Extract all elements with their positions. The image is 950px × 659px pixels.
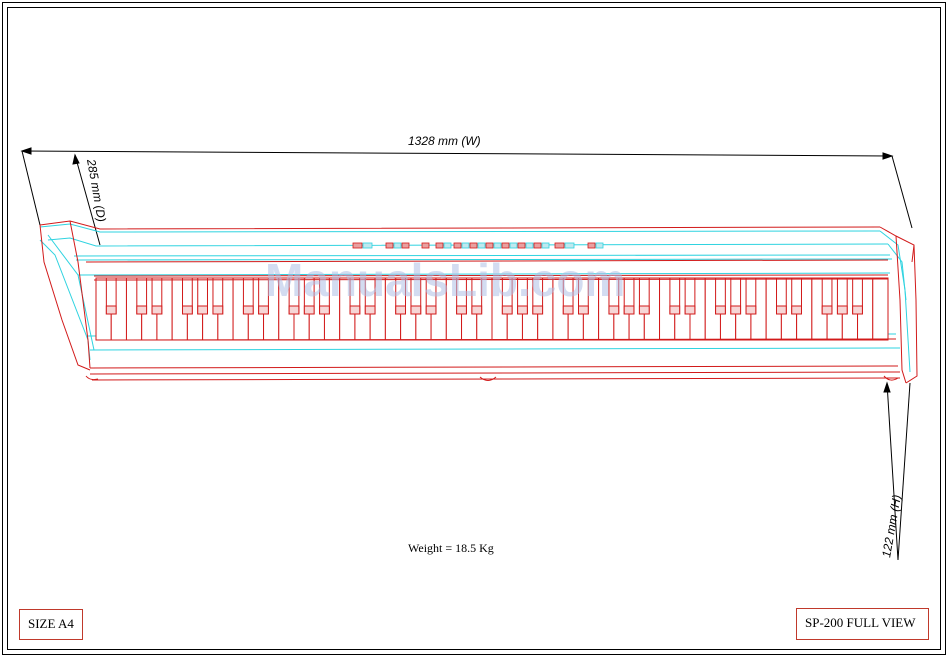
panel-button: [402, 243, 409, 248]
panel-button: [588, 243, 595, 248]
black-key: [106, 278, 116, 314]
panel-button: [510, 243, 517, 248]
black-key: [746, 278, 756, 314]
black-key: [213, 278, 223, 314]
panel-button: [353, 243, 362, 248]
panel-button: [494, 243, 501, 248]
weight-label: Weight = 18.5 Kg: [408, 541, 494, 556]
panel-button: [542, 243, 549, 248]
black-key: [639, 278, 649, 314]
panel-button: [444, 243, 451, 248]
black-key: [792, 278, 802, 314]
black-key: [137, 278, 147, 314]
black-key: [853, 278, 863, 314]
depth-dimension-label: 285 mm (D): [84, 157, 109, 223]
panel-button: [565, 243, 574, 248]
panel-button: [454, 243, 461, 248]
black-key: [152, 278, 162, 314]
black-key: [822, 278, 832, 314]
black-key: [243, 278, 253, 314]
black-key: [685, 278, 695, 314]
black-key: [777, 278, 787, 314]
panel-button: [526, 243, 533, 248]
panel-button: [596, 243, 603, 248]
control-panel-buttons: [353, 243, 603, 248]
panel-button: [386, 243, 393, 248]
black-key: [731, 278, 741, 314]
width-dimension-label: 1328 mm (W): [408, 134, 481, 148]
black-key: [716, 278, 726, 314]
panel-button: [394, 243, 401, 248]
black-key: [183, 278, 193, 314]
watermark-text: ManualsLib.com: [265, 254, 625, 306]
black-key: [837, 278, 847, 314]
panel-button: [470, 243, 477, 248]
panel-button: [478, 243, 485, 248]
paper-size-label: SIZE A4: [19, 609, 83, 640]
panel-button: [502, 243, 509, 248]
panel-button: [422, 243, 429, 248]
panel-button: [486, 243, 493, 248]
black-key: [624, 278, 634, 314]
panel-button: [436, 243, 443, 248]
panel-button: [555, 243, 564, 248]
black-key: [670, 278, 680, 314]
drawing-title-label: SP-200 FULL VIEW: [796, 608, 929, 640]
panel-button: [363, 243, 372, 248]
white-key: [873, 278, 888, 340]
panel-button: [518, 243, 525, 248]
panel-button: [462, 243, 469, 248]
panel-button: [534, 243, 541, 248]
black-key: [198, 278, 208, 314]
dimension-lines: [22, 148, 912, 560]
